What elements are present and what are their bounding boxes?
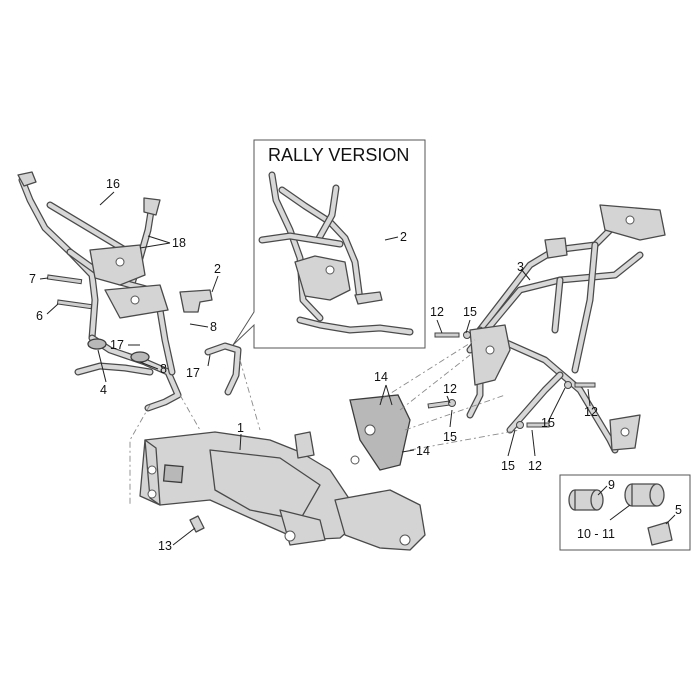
screw-6 (56, 299, 93, 310)
screw-12 (427, 400, 451, 409)
rubber-mount (87, 338, 107, 350)
callout-8-upper: 8 (210, 320, 217, 334)
screw-12 (526, 422, 550, 428)
rear-subframe (466, 204, 666, 454)
washer-15 (516, 421, 524, 429)
callout-17-right: 17 (186, 366, 200, 380)
rubber-mount (130, 351, 150, 363)
alignment-lines (129, 339, 521, 505)
washer-15 (463, 331, 471, 339)
callout-13: 13 (158, 539, 172, 553)
washer-15 (448, 399, 456, 407)
callout-9: 9 (608, 478, 615, 492)
leader-lines (39, 191, 676, 546)
clip-part-13 (189, 515, 205, 533)
callout-16: 16 (106, 177, 120, 191)
rally-callout-2: 2 (400, 230, 407, 244)
callout-15-middle: 15 (443, 430, 457, 444)
screw-7 (46, 274, 83, 285)
callout-15-top: 15 (463, 305, 477, 319)
bushing-part-10-11 (624, 483, 665, 507)
nut-clip-part-5 (647, 521, 673, 546)
callout-3: 3 (517, 260, 524, 274)
callout-4: 4 (100, 383, 107, 397)
front-subframe (17, 171, 182, 412)
callout-5: 5 (675, 503, 682, 517)
callout-12-bottom: 12 (528, 459, 542, 473)
main-frame (139, 394, 426, 551)
callout-2: 2 (214, 262, 221, 276)
callout-14-upper: 14 (374, 370, 388, 384)
bushing-part-9 (568, 489, 604, 511)
callout-18: 18 (172, 236, 186, 250)
rally-front-subframe (258, 171, 414, 336)
callout-8-lower: 8 (160, 362, 167, 376)
callout-14-lower: 14 (416, 444, 430, 458)
callout-7: 7 (29, 272, 36, 286)
rally-version-inset: RALLY VERSION 2 (232, 139, 426, 349)
rally-version-title: RALLY VERSION (268, 145, 409, 165)
callout-6: 6 (36, 309, 43, 323)
callout-12-top: 12 (430, 305, 444, 319)
screw-12 (434, 332, 460, 338)
callout-12-middle: 12 (443, 382, 457, 396)
callout-17-left: 17 (110, 338, 124, 352)
screw-12 (574, 382, 596, 388)
callout-10-11: 10 - 11 (577, 527, 615, 541)
callout-12-right: 12 (584, 405, 598, 419)
bracket-part-2 (179, 289, 213, 313)
callout-15-right: 15 (541, 416, 555, 430)
washer-15 (564, 381, 572, 389)
callout-1: 1 (237, 421, 244, 435)
callout-15-bottom: 15 (501, 459, 515, 473)
